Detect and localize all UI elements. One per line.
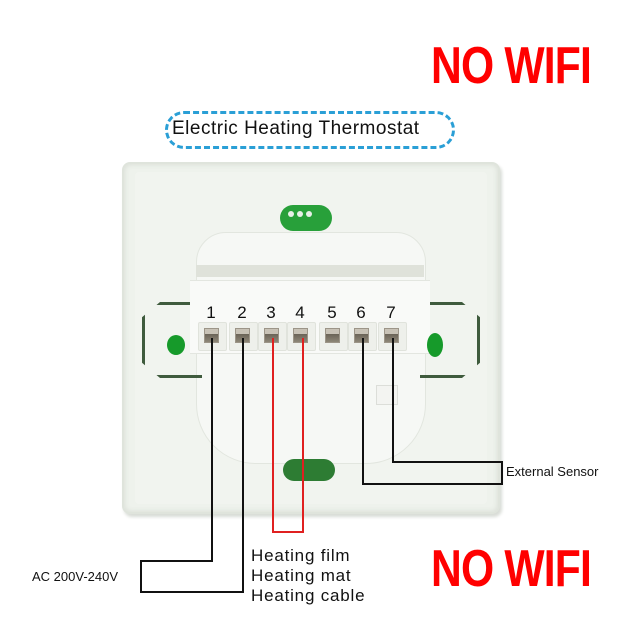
title-dashed-border [165, 111, 455, 149]
sensor-label: External Sensor [506, 464, 599, 479]
mounting-ear-right [420, 302, 480, 378]
sensor-port [376, 385, 398, 405]
mounting-ear-left [142, 302, 202, 378]
bottom-slot-icon [283, 459, 335, 481]
wire-sensor-upper [392, 461, 502, 463]
terminal-number-5: 5 [327, 303, 337, 322]
load-label-film: Heating film [251, 546, 351, 565]
terminal-number-4: 4 [295, 303, 305, 322]
wire-load-loop [272, 531, 304, 533]
wire-terminal-7 [392, 338, 394, 462]
wire-sensor-lower [362, 483, 502, 485]
wire-sensor-bracket [501, 461, 503, 485]
screw-hole-right-icon [427, 333, 443, 357]
no-wifi-banner-bottom: NO WIFI [431, 540, 592, 598]
wire-terminal-1 [211, 338, 213, 561]
terminal-screw-3 [264, 328, 279, 343]
wire-ac-top [140, 560, 213, 562]
no-wifi-banner-top: NO WIFI [431, 37, 592, 95]
terminal-screw-4 [293, 328, 308, 343]
terminal-number-1: 1 [206, 303, 216, 322]
terminal-number-7: 7 [386, 303, 396, 322]
terminal-number-2: 2 [237, 303, 247, 322]
wire-terminal-6 [362, 338, 364, 484]
wire-terminal-2 [242, 338, 244, 592]
load-label-cable: Heating cable [251, 586, 366, 605]
screw-hole-left-icon [167, 335, 185, 355]
wire-ac-bracket [140, 560, 142, 592]
terminal-screw-6 [354, 328, 369, 343]
wire-terminal-4 [302, 338, 304, 532]
terminal-screw-5 [325, 328, 340, 343]
terminal-screw-7 [384, 328, 399, 343]
pcb-window-icon [280, 205, 332, 231]
power-label: AC 200V-240V [32, 569, 119, 584]
housing-ridge [196, 265, 424, 277]
wire-ac-bottom [140, 591, 244, 593]
load-label-mat: Heating mat [251, 566, 352, 585]
wire-terminal-3 [272, 338, 274, 532]
terminal-number-6: 6 [356, 303, 366, 322]
diagram-title: Electric Heating Thermostat [172, 118, 420, 139]
terminal-number-3: 3 [266, 303, 276, 322]
